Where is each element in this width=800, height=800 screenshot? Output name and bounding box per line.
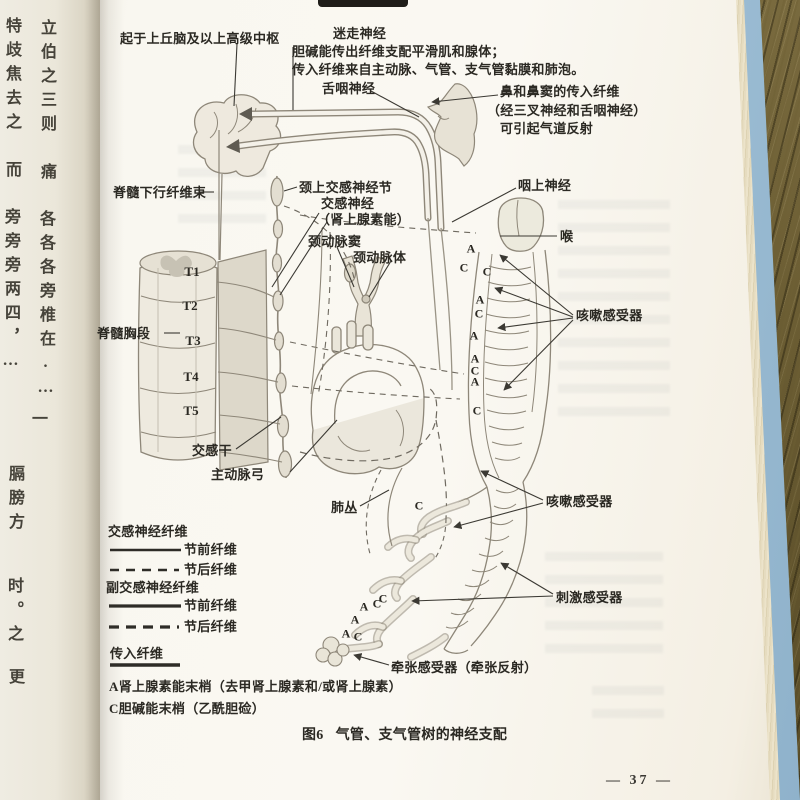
ac-marker: C xyxy=(378,591,388,606)
ac-marker: C xyxy=(353,629,363,644)
label-nasal-line1: 鼻和鼻窦的传入纤维 xyxy=(500,84,620,99)
ac-marker: A xyxy=(469,328,479,343)
ac-marker: A xyxy=(341,626,351,641)
sympathetic-chain-drawing xyxy=(270,175,293,479)
showthrough-text xyxy=(592,686,664,718)
ac-marker: C xyxy=(472,403,482,418)
bronchial-tree-drawing xyxy=(315,498,470,667)
trachea-drawing xyxy=(443,197,552,654)
ac-marker: C xyxy=(474,306,484,321)
label-cough-receptors-upper: 咳嗽感受器 xyxy=(576,308,643,323)
ac-marker: C xyxy=(414,498,424,513)
label-carotid-body: 颈动脉体 xyxy=(353,250,407,265)
label-sympathetic-trunk: 交感干 xyxy=(192,443,232,458)
label-thoracic-cord: 脊髓胸段 xyxy=(97,326,151,341)
legend-postganglionic-2: 节后纤维 xyxy=(184,619,238,634)
label-sympathetic-nerve: 交感神经 xyxy=(321,196,375,211)
label-vagus-line2: 传入纤维来自主动脉、气管、支气管黏膜和肺泡。 xyxy=(292,62,585,77)
margin-text-col5: 一 xyxy=(29,410,46,434)
showthrough-text xyxy=(558,200,670,420)
ac-marker: C xyxy=(372,596,382,611)
ac-marker: A xyxy=(466,241,476,256)
label-cough-receptors-lower: 咳嗽感受器 xyxy=(546,494,613,509)
plexus-outline xyxy=(387,467,403,547)
label-origin: 起于上丘脑及以上高级中枢 xyxy=(120,31,280,46)
aorta-heart-drawing xyxy=(310,320,425,475)
leader-lines xyxy=(164,43,574,666)
ac-marker: C xyxy=(482,264,492,279)
showthrough-text xyxy=(545,552,663,664)
ac-marker: C xyxy=(470,363,480,378)
plexus-dashed xyxy=(365,469,447,561)
margin-text-col3: 旁旁旁两四，… xyxy=(2,208,19,377)
segment-label-t4: T4 xyxy=(183,369,199,384)
label-glossopharyngeal-nerve: 舌咽神经 xyxy=(322,81,376,96)
note-adrenergic-terminals: A肾上腺素能末梢（去甲肾上腺素和/或肾上腺素） xyxy=(109,679,402,694)
preganglionic-line xyxy=(310,227,323,395)
segment-label-t5: T5 xyxy=(183,403,199,418)
label-pulmonary-plexus: 肺丛 xyxy=(331,500,358,515)
descending-tract-line xyxy=(218,130,223,261)
margin-text-col8: 更 xyxy=(6,668,23,692)
label-irritant-receptors: 刺激感受器 xyxy=(556,590,623,605)
ac-marker: A xyxy=(359,599,369,614)
segment-label-t3: T3 xyxy=(185,333,201,348)
note-cholinergic-terminals: C胆碱能末梢（乙酰胆硷） xyxy=(109,701,265,716)
ac-marker: A xyxy=(470,374,480,389)
segment-label-t1: T1 xyxy=(184,264,200,279)
adjacent-page: 特歧焦去之 而 立伯之三则 痛 旁旁旁两四，… 各各各旁椎在.… 一 膈膀方 时… xyxy=(0,0,100,800)
ac-marker: A xyxy=(350,612,360,627)
label-vagus-nerve: 迷走神经 xyxy=(333,26,387,41)
legend-preganglionic-2: 节前纤维 xyxy=(184,598,238,613)
label-nasal-line2: （经三叉神经和舌咽神经） xyxy=(487,103,647,118)
legend-postganglionic-1: 节后纤维 xyxy=(184,562,238,577)
legend-preganglionic-1: 节前纤维 xyxy=(184,542,238,557)
margin-text-col1: 特歧焦去之 而 xyxy=(3,17,20,185)
label-nasal-line3: 可引起气道反射 xyxy=(500,121,594,136)
nerve-tubes-drawing xyxy=(226,107,453,391)
figure-caption: 图6 气管、支气管树的神经支配 xyxy=(302,727,507,746)
figure-caption-number: 图6 xyxy=(302,728,324,743)
page-number: — 37 — xyxy=(606,773,673,788)
label-carotid-sinus: 颈动脉窦 xyxy=(308,234,362,249)
spinal-cord-drawing xyxy=(137,249,283,471)
ac-marker: A xyxy=(475,292,485,307)
label-aortic-arch: 主动脉弓 xyxy=(211,467,265,482)
label-vagus-line1: 胆碱能传出纤维支配平滑肌和腺体； xyxy=(292,44,505,59)
margin-text-col2: 立伯之三则 痛 xyxy=(38,19,55,187)
ac-marker: A xyxy=(470,351,480,366)
crop-mark xyxy=(318,0,408,7)
legend-sympathetic-fibers: 交感神经纤维 xyxy=(108,524,188,539)
margin-text-col6: 膈膀方 xyxy=(6,465,23,537)
label-adrenergic: （肾上腺素能） xyxy=(317,212,411,227)
legend-afferent-fibers: 传入纤维 xyxy=(110,646,164,661)
label-descending-tract: 脊髓下行纤维束 xyxy=(113,185,207,200)
legend-parasympathetic-fibers: 副交感神经纤维 xyxy=(106,580,200,595)
margin-text-col4: 各各各旁椎在.… xyxy=(37,210,54,404)
margin-text-col7: 时。之 xyxy=(5,577,22,649)
figure-caption-title: 气管、支气管树的神经支配 xyxy=(335,728,508,743)
alveoli-drawing xyxy=(315,636,350,667)
nose-drawing xyxy=(426,83,478,167)
segment-label-t2: T2 xyxy=(182,298,198,313)
ac-marker: C xyxy=(459,260,469,275)
label-larynx: 喉 xyxy=(560,229,574,244)
legend-lines xyxy=(109,548,181,667)
label-superior-laryngeal-nerve: 咽上神经 xyxy=(518,178,572,193)
label-superior-cervical-ganglion: 颈上交感神经节 xyxy=(299,180,393,195)
label-stretch-receptors: 牵张感受器（牵张反射） xyxy=(391,660,538,675)
